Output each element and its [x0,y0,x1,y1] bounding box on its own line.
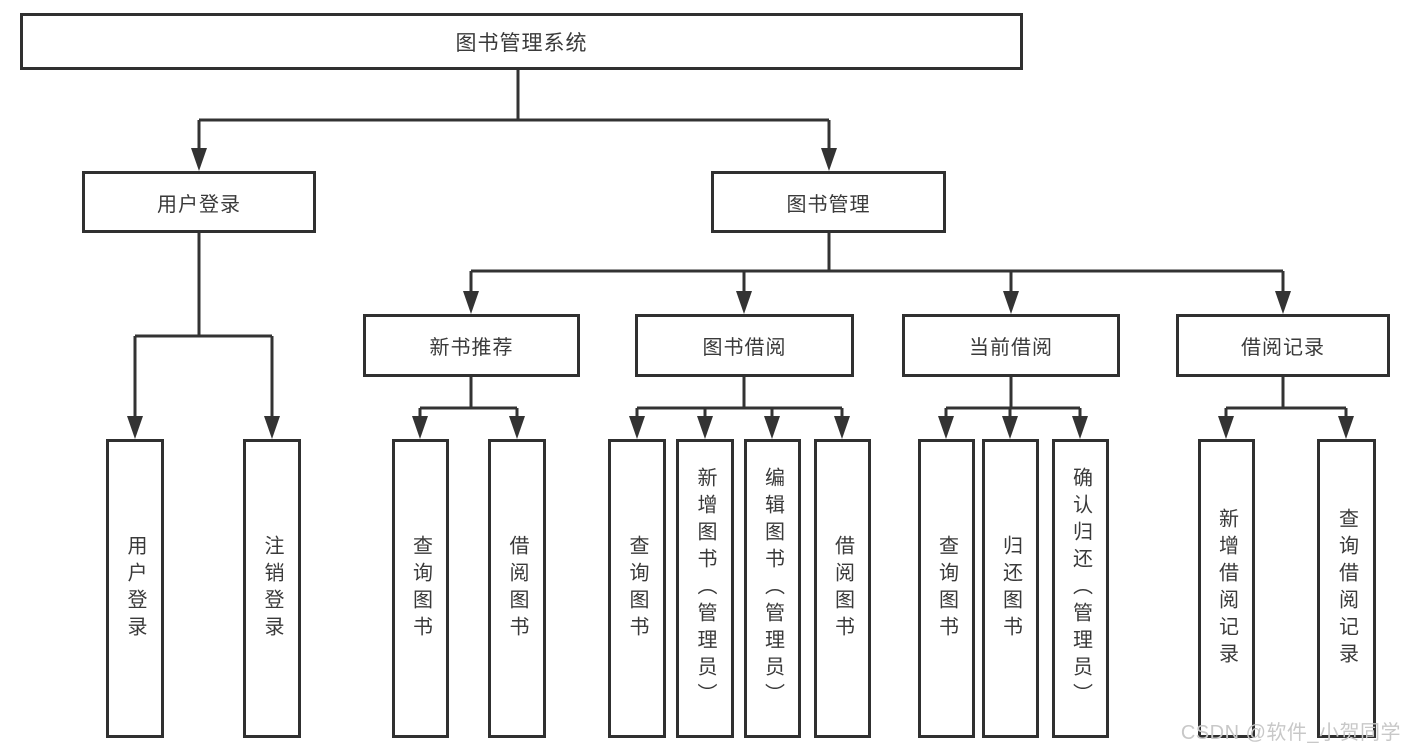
node-current-borrowing: 当前借阅 [902,314,1120,377]
leaf-borrow-books: 借阅图书 [814,439,871,738]
leaf-add-book-admin: 新增图书（管理员） [676,439,734,738]
leaf-borrow-books-recommend: 借阅图书 [488,439,546,738]
node-book-management: 图书管理 [711,171,946,233]
leaf-return-books: 归还图书 [982,439,1039,738]
node-new-book-recommendation: 新书推荐 [363,314,580,377]
leaf-query-books-recommend: 查询图书 [392,439,449,738]
leaf-query-books-borrowing: 查询图书 [608,439,666,738]
csdn-watermark: CSDN @软件_小贺同学 [1180,722,1401,744]
leaf-query-borrow-record: 查询借阅记录 [1317,439,1376,738]
node-library-management-system: 图书管理系统 [20,13,1023,70]
leaf-add-borrow-record: 新增借阅记录 [1198,439,1255,738]
node-book-borrowing: 图书借阅 [635,314,854,377]
node-borrowing-records: 借阅记录 [1176,314,1390,377]
leaf-logout: 注销登录 [243,439,301,738]
node-user-login: 用户登录 [82,171,316,233]
leaf-user-login: 用户登录 [106,439,164,738]
leaf-confirm-return-admin: 确认归还（管理员） [1052,439,1109,738]
leaf-query-books-current: 查询图书 [918,439,975,738]
leaf-edit-book-admin: 编辑图书（管理员） [744,439,801,738]
